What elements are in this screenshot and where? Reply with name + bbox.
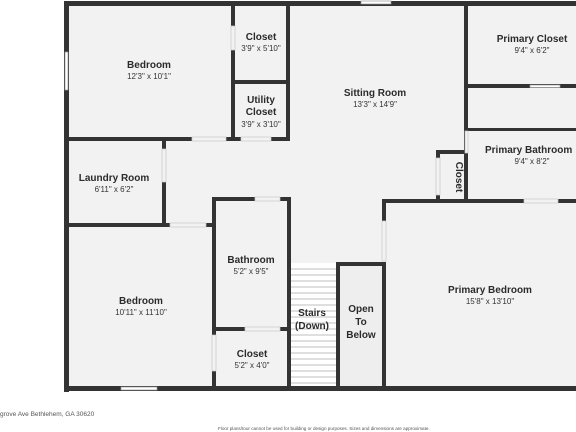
room-dims-laundry-room: 6'11" x 6'2" xyxy=(95,185,134,194)
room-dims-utility-closet: 3'9" x 3'10" xyxy=(241,120,281,129)
room-name-sitting-room: Sitting Room xyxy=(344,88,406,99)
open-to-below-line2: To xyxy=(355,317,366,328)
room-name-utility-closet-line1: Utility xyxy=(247,95,275,106)
room-dims-closet-bottom: 5'2" x 4'0" xyxy=(235,361,270,370)
room-name-bathroom: Bathroom xyxy=(227,255,274,266)
windows xyxy=(64,0,561,391)
open-to-below-area xyxy=(340,266,382,386)
room-name-primary-bathroom: Primary Bathroom xyxy=(485,145,572,156)
address-text: grove Ave Bethlehem, GA 30620 xyxy=(0,411,95,418)
open-to-below-line1: Open xyxy=(348,304,374,315)
room-name-utility-closet-line2: Closet xyxy=(246,107,277,118)
door-openings xyxy=(161,25,559,372)
stairs-label-line1: Stairs xyxy=(298,308,326,319)
room-dims-closet-top: 3'9" x 5'10" xyxy=(241,44,281,53)
room-name-closet-bottom: Closet xyxy=(237,349,268,360)
room-name-bedroom-bottom: Bedroom xyxy=(119,296,163,307)
room-dims-primary-bedroom: 15'8" x 13'10" xyxy=(466,297,514,306)
room-name-closet-top: Closet xyxy=(246,32,277,43)
disclaimer-text: Floor plans/tour cannot be used for buil… xyxy=(218,426,430,431)
room-name-bedroom-top: Bedroom xyxy=(127,60,171,71)
stairs xyxy=(291,263,336,387)
open-to-below-line3: Below xyxy=(346,330,376,341)
room-name-primary-bedroom: Primary Bedroom xyxy=(448,285,532,296)
room-dims-bedroom-top: 12'3" x 10'1" xyxy=(127,72,171,81)
room-dims-primary-closet: 9'4" x 6'2" xyxy=(515,46,550,55)
room-dims-bedroom-bottom: 10'11" x 11'10" xyxy=(115,308,167,317)
room-name-closet-vertical: Closet xyxy=(453,162,464,193)
room-dims-primary-bathroom: 9'4" x 8'2" xyxy=(515,157,550,166)
room-dims-bathroom: 5'2" x 9'5" xyxy=(234,267,269,276)
room-name-primary-closet: Primary Closet xyxy=(497,34,568,45)
stairs-label-line2: (Down) xyxy=(295,321,329,332)
room-dims-sitting-room: 13'3" x 14'9" xyxy=(353,100,397,109)
room-name-laundry-room: Laundry Room xyxy=(79,173,150,184)
